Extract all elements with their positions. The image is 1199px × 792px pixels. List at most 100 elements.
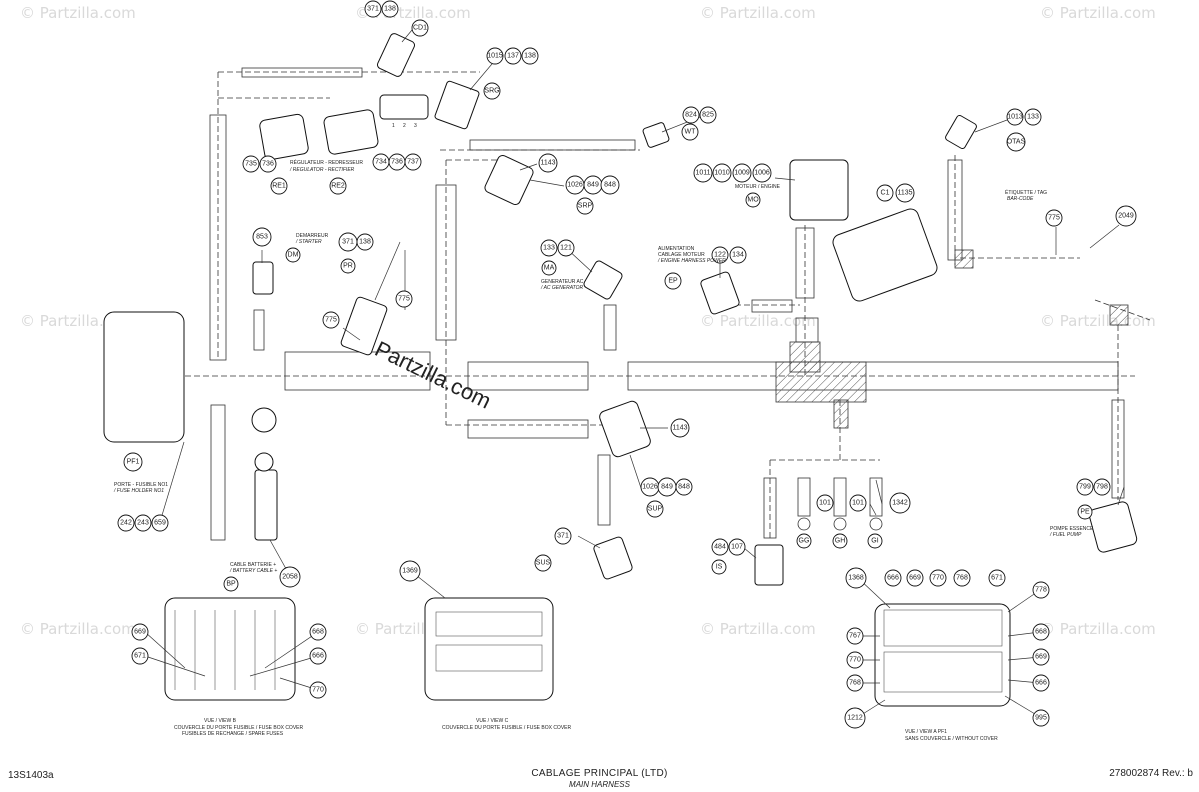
watermark: © Partzilla.com xyxy=(700,4,816,22)
callout: 138 xyxy=(524,53,536,60)
re2-connector xyxy=(323,109,379,155)
callout: 101 xyxy=(819,500,831,507)
callout: EP xyxy=(668,278,678,285)
callout-circle xyxy=(521,47,539,65)
sup-connector xyxy=(599,400,651,458)
callout-circle xyxy=(356,233,374,251)
callout: 134 xyxy=(732,252,744,259)
label-text: ALIMENTATION xyxy=(658,246,695,252)
callout: 107 xyxy=(731,544,743,551)
callout: SRP xyxy=(578,203,593,210)
callout: 371 xyxy=(342,239,354,246)
callout: 138 xyxy=(384,6,396,13)
view-caption: SANS COUVERCLE / WITHOUT COVER xyxy=(905,736,998,742)
watermark: © Partzilla.com xyxy=(700,312,816,330)
callout: 775 xyxy=(1048,215,1060,222)
callout: 1342 xyxy=(892,500,908,507)
callout-circle xyxy=(411,19,429,37)
view-caption: FUSIBLES DE RECHANGE / SPARE FUSES xyxy=(182,731,284,737)
callout-circle xyxy=(699,106,717,124)
callout-circle xyxy=(399,560,421,582)
callout: 138 xyxy=(359,239,371,246)
callout-circle xyxy=(889,492,911,514)
callout: 671 xyxy=(991,575,1003,582)
wt-connector xyxy=(642,122,670,148)
srp-connector xyxy=(484,154,534,206)
callout: 734 xyxy=(375,159,387,166)
callout-circle xyxy=(693,163,713,183)
callout: 825 xyxy=(702,112,714,119)
callout: C1 xyxy=(881,190,890,197)
callout-circle xyxy=(285,247,301,263)
callout: 1369 xyxy=(402,568,418,575)
callout: 1013 xyxy=(1007,114,1023,121)
callout: 659 xyxy=(154,520,166,527)
callout-circle xyxy=(846,674,864,692)
callout: 1026 xyxy=(642,484,658,491)
callout-circle xyxy=(844,707,866,729)
callout: 101 xyxy=(852,500,864,507)
label-text: ÉTIQUETTE / TAG xyxy=(1005,189,1047,196)
callout: 133 xyxy=(543,245,555,252)
view-caption: COUVERCLE DU PORTE FUSIBLE / FUSE BOX CO… xyxy=(174,725,303,731)
battery-terminal xyxy=(251,407,277,433)
callout: BP xyxy=(226,581,236,588)
callout-circle xyxy=(131,623,149,641)
callout-circle xyxy=(953,569,971,587)
callout-circle xyxy=(846,651,864,669)
callout: 1143 xyxy=(540,160,555,167)
callout-circle xyxy=(270,177,288,195)
callout-circle xyxy=(1032,674,1050,692)
callout-circle xyxy=(1032,623,1050,641)
watermark: © Partzilla.com xyxy=(20,4,136,22)
callout-circle xyxy=(646,500,664,518)
callout: 669 xyxy=(134,629,146,636)
callout-circle xyxy=(1032,648,1050,666)
diagram-title: CABLAGE PRINCIPAL (LTD) xyxy=(531,768,668,779)
callout: 737 xyxy=(407,159,419,166)
pr-connector xyxy=(340,296,388,356)
label-text: CABLE BATTERIE + xyxy=(230,562,276,568)
callout-circle xyxy=(242,155,260,173)
mo-connector xyxy=(789,159,849,221)
callout: 668 xyxy=(1035,629,1047,636)
callout-circle xyxy=(988,569,1006,587)
re1-connector xyxy=(259,113,309,161)
callout-circle xyxy=(849,494,867,512)
battery-cable xyxy=(254,469,278,541)
label-text: 3 xyxy=(414,123,417,129)
callout: GG xyxy=(799,538,810,545)
callout: RE1 xyxy=(272,183,286,190)
callout-circle xyxy=(711,538,729,556)
callout-circle xyxy=(1024,108,1042,126)
callout: 1009 xyxy=(734,170,750,177)
callout-circle xyxy=(259,155,277,173)
callout: 848 xyxy=(604,182,616,189)
callout: 669 xyxy=(1035,654,1047,661)
callout: 371 xyxy=(557,533,569,540)
callout-circle xyxy=(664,272,682,290)
callout: 2058 xyxy=(282,574,298,581)
battery-terminal xyxy=(254,452,274,472)
otas-connector xyxy=(945,114,977,150)
callout-circle xyxy=(816,494,834,512)
callout: 1011 xyxy=(695,170,710,177)
label-text: / ENGINE HARNESS POWER xyxy=(657,258,726,264)
is-connector xyxy=(754,544,784,586)
callout-circle xyxy=(1032,581,1050,599)
label-text: / FUEL PUMP xyxy=(1049,532,1082,538)
callout-circle xyxy=(131,647,149,665)
callout: MA xyxy=(544,265,555,272)
label-text: / AC GENERATOR xyxy=(540,285,584,291)
sus-connector xyxy=(593,536,633,580)
c1-connector xyxy=(832,208,938,302)
callout-circle xyxy=(309,623,327,641)
callout: 849 xyxy=(587,182,599,189)
callout: SUS xyxy=(536,560,551,567)
label-text: PORTE - FUSIBLE NO1 xyxy=(114,482,168,488)
callout: 848 xyxy=(678,484,690,491)
callout-circle xyxy=(364,0,382,18)
callout: 767 xyxy=(849,633,861,640)
callout-circle xyxy=(1077,504,1093,520)
watermark: © Partzilla.com xyxy=(1040,4,1156,22)
